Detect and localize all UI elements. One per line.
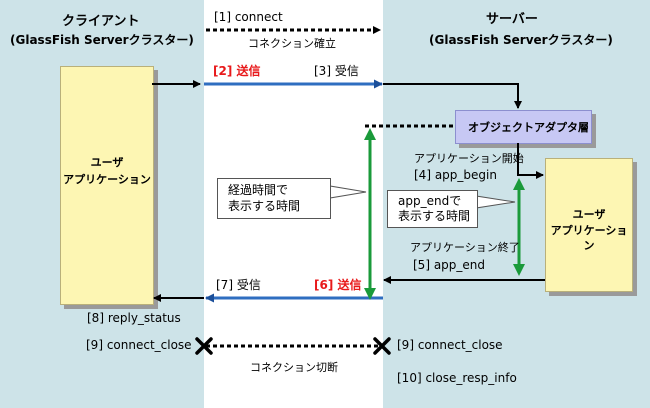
server-title: サーバー (486, 12, 538, 27)
step-2-send: [2] 送信 (213, 64, 261, 78)
client-subtitle: (GlassFish Serverクラスター) (10, 33, 194, 47)
close-x-left-icon (195, 337, 213, 355)
step-7-receive: [7] 受信 (216, 278, 261, 292)
step-8-reply-status: [8] reply_status (87, 311, 181, 325)
close-x-right-icon (373, 337, 391, 355)
step-4-app-begin: [4] app_begin (414, 168, 497, 182)
app-end-callout: app_endで 表示する時間 (387, 190, 478, 228)
step-3-receive: [3] 受信 (314, 64, 359, 78)
elapsed-callout-line1: 経過時間で (228, 183, 289, 197)
client-app-label-2: アプリケーション (63, 173, 151, 186)
step-6-send: [6] 送信 (314, 278, 362, 292)
step-1-note: コネクション確立 (248, 37, 336, 50)
client-user-application: ユーザ アプリケーション (60, 66, 154, 305)
step-5-app-end: [5] app_end (413, 258, 486, 272)
app-end-callout-line1: app_endで (398, 194, 462, 208)
client-title: クライアント (62, 14, 140, 29)
elapsed-callout-line2: 表示する時間 (228, 199, 301, 213)
step-1-connect: [1] connect (214, 10, 283, 24)
adapter-to-app (517, 143, 544, 179)
step-9-client-close: [9] connect_close (86, 338, 192, 352)
server-subtitle: (GlassFish Serverクラスター) (429, 33, 613, 47)
step-4-note: アプリケーション開始 (414, 152, 524, 165)
server-user-application: ユーザ アプリケーション (545, 158, 633, 292)
server-app-label-1: ユーザ (572, 208, 606, 221)
step-9-server-close: [9] connect_close (397, 338, 503, 352)
object-adapter-label: オブジェクトアダプタ層 (468, 121, 589, 134)
step-10-close-resp-info: [10] close_resp_info (397, 371, 517, 385)
step-9-note: コネクション切断 (250, 361, 338, 374)
elapsed-time-callout: 経過時間で 表示する時間 (217, 178, 331, 219)
server-app-label-2: アプリケーション (550, 224, 628, 252)
step-5-note: アプリケーション終了 (410, 241, 520, 254)
receive-to-adapter (383, 83, 522, 109)
app-end-callout-line2: 表示する時間 (398, 209, 471, 223)
object-adapter-layer: オブジェクトアダプタ層 (455, 110, 592, 144)
client-app-label-1: ユーザ (90, 156, 124, 169)
